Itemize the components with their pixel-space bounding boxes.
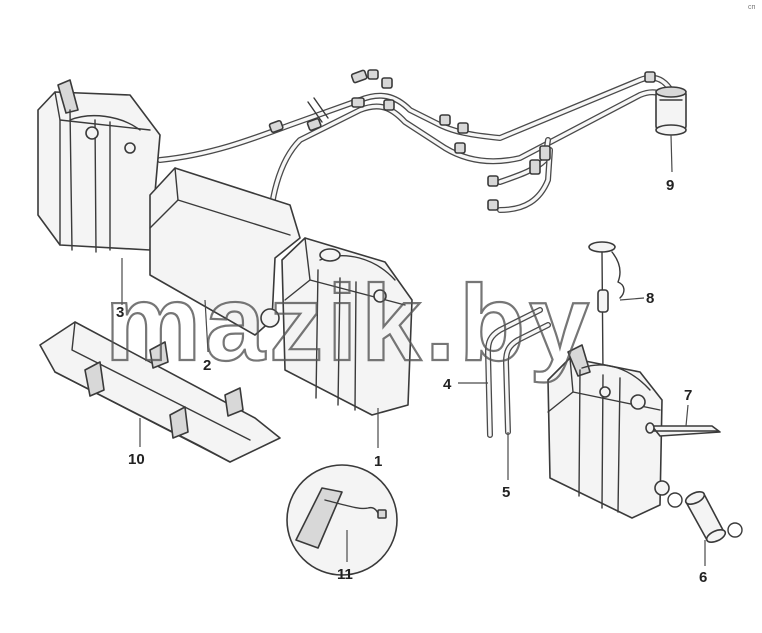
callout-10: 10 — [128, 451, 145, 468]
sensor-detail-11 — [286, 464, 398, 576]
fuel-tank-1 — [281, 237, 413, 416]
fuel-level-sender — [588, 241, 625, 376]
callout-labels: 1 2 3 4 5 6 7 8 9 10 11 — [116, 177, 707, 586]
watermark: mazik.by — [105, 262, 593, 383]
callout-9: 9 — [666, 177, 674, 194]
mounting-bracket-10 — [39, 321, 281, 463]
fuel-tank-2 — [149, 167, 301, 336]
fuel-filter — [655, 86, 687, 136]
callout-5: 5 — [502, 484, 510, 501]
callout-6: 6 — [699, 569, 707, 586]
fuel-lines — [157, 69, 675, 248]
callout-8: 8 — [646, 290, 654, 307]
callout-11: 11 — [337, 566, 353, 583]
callout-4: 4 — [443, 376, 452, 393]
callout-1: 1 — [374, 453, 382, 470]
fuel-tank-3 — [37, 79, 161, 253]
rod-7 — [645, 422, 721, 437]
corner-mark: сп — [748, 4, 756, 11]
pickup-tubes — [485, 307, 551, 438]
callout-7: 7 — [684, 387, 692, 404]
sleeve-6 — [667, 491, 743, 543]
callout-3: 3 — [116, 304, 124, 321]
callout-2: 2 — [203, 357, 211, 374]
leader-lines — [121, 134, 706, 566]
fuel-tank-assembly — [547, 344, 670, 519]
